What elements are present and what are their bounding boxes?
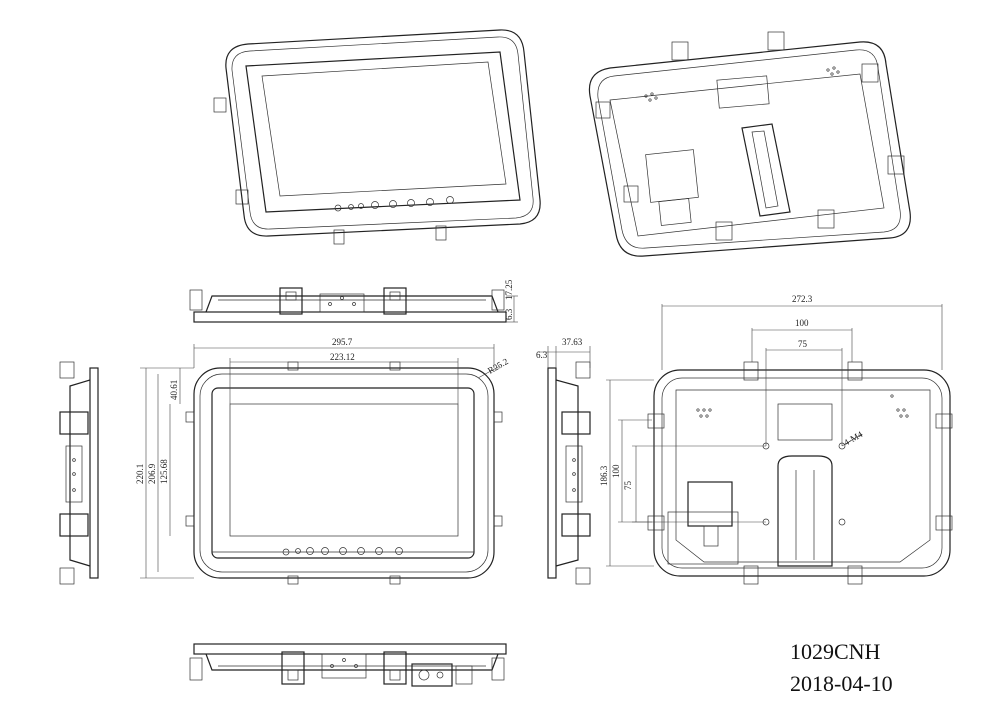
back-view: [606, 304, 953, 585]
dim-back-mount-x-inner: 75: [798, 339, 808, 349]
drawing-date: 2018-04-10: [790, 671, 893, 696]
dim-front-height-overall: 220.1: [135, 464, 145, 484]
dim-back-width-overall: 272.3: [792, 294, 813, 304]
dim-back-mount-x: 100: [795, 318, 809, 328]
iso-front-brackets: [213, 97, 447, 245]
title-block: 1029CNH 2018-04-10: [790, 636, 893, 700]
bottom-side-view: [189, 643, 507, 687]
iso-back-vents: [644, 66, 840, 102]
top-side-view: [189, 287, 518, 323]
iso-front-buttons: [334, 196, 454, 212]
dim-front-width-screen: 223.12: [330, 352, 355, 362]
front-view: [140, 344, 503, 585]
left-side-view: [59, 361, 99, 585]
dim-side-edge: 6.3: [536, 350, 548, 360]
dim-back-height: 186.3: [599, 465, 609, 486]
back-brackets: [647, 361, 953, 585]
dim-front-height-screen: 125.68: [159, 459, 169, 484]
iso-back-brackets: [595, 31, 905, 241]
model-number: 1029CNH: [790, 639, 881, 664]
dim-front-top-offset: 40.61: [169, 380, 179, 400]
iso-front-view: [213, 29, 541, 245]
dim-front-width-overall: 295.7: [332, 337, 353, 347]
dim-front-height-frame: 206.9: [147, 463, 157, 484]
dim-front-corner-radius: R25.2: [486, 356, 510, 376]
dim-side-depth: 37.63: [562, 337, 583, 347]
iso-back-view: [588, 31, 911, 257]
dim-back-hole-spec: 4-M4: [842, 429, 865, 448]
dim-top-edge: 6.3: [504, 308, 514, 320]
back-vents: [696, 394, 909, 418]
dim-back-mount-y-inner: 75: [623, 481, 633, 491]
dim-back-mount-y: 100: [611, 464, 621, 478]
right-side-view: [538, 346, 591, 585]
front-buttons: [282, 547, 403, 556]
dim-top-height: 17.25: [504, 279, 514, 300]
